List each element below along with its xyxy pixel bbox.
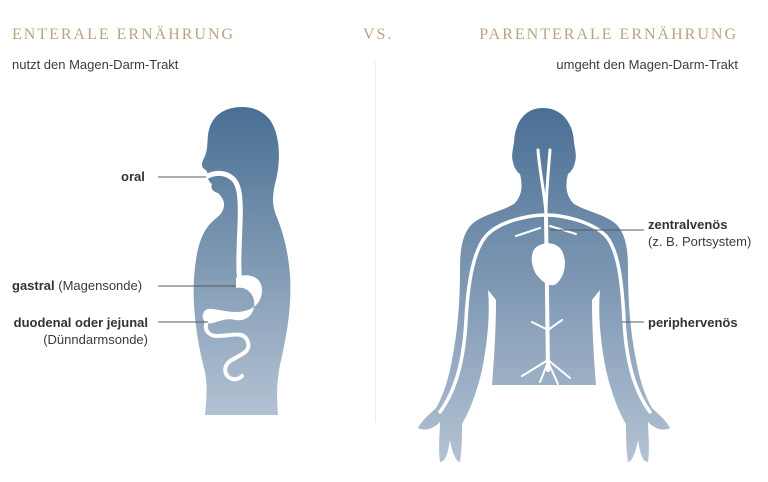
leader-lines (158, 176, 644, 323)
label-duodenal: duodenal oder jejunal (Dünndarmsonde) (13, 315, 148, 347)
center-divider (375, 62, 376, 422)
parenteral-heading: PARENTERALE ERNÄHRUNG (479, 26, 738, 43)
parenteral-body-front (418, 108, 670, 462)
label-zentralvenoes: zentralvenös (z. B. Portsystem) (648, 217, 752, 249)
enteral-subtitle: nutzt den Magen-Darm-Trakt (12, 57, 179, 72)
label-periphervenoes: peripher­venös (648, 315, 738, 330)
versus-label: VS. (363, 26, 394, 43)
enteral-heading: ENTERALE ERNÄHRUNG (12, 26, 236, 43)
label-oral: oral (121, 169, 145, 184)
enteral-body-profile (193, 107, 291, 415)
parenteral-subtitle: umgeht den Magen-Darm-Trakt (556, 57, 738, 72)
label-gastral: gastral (Magensonde) (12, 278, 143, 293)
